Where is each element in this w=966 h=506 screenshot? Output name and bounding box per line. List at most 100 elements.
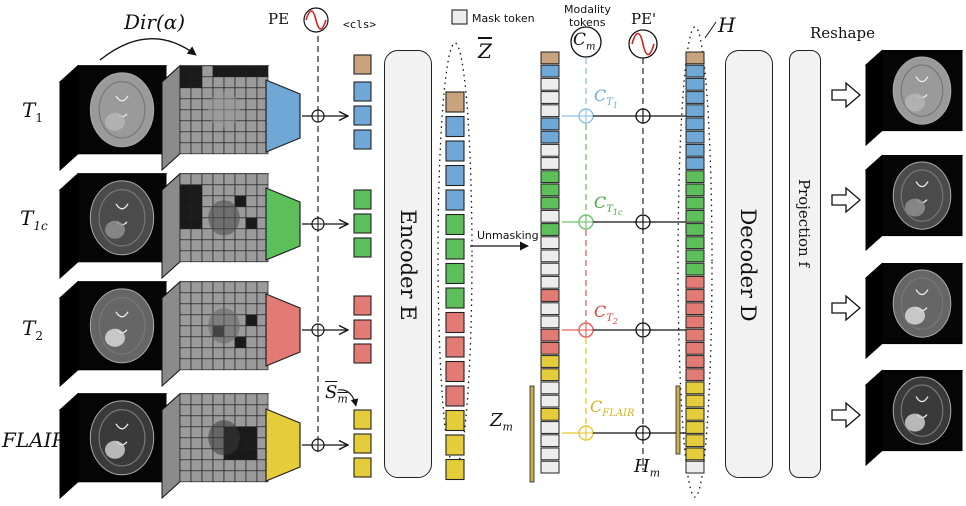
masked-volume-t1c-patch xyxy=(179,195,192,208)
reconstructed-volume-t1c-brain-inner xyxy=(900,169,944,222)
masked-volume-t1-patch xyxy=(223,109,236,122)
modality-add-t1 xyxy=(578,108,594,124)
masked-volume-t2-patch xyxy=(190,292,203,305)
unmasked-token xyxy=(540,407,560,421)
masked-volume-t2-patch xyxy=(234,336,247,349)
masked-volume-t2-patch xyxy=(234,347,247,360)
masked-volume-t2-patch xyxy=(190,347,203,360)
masked-volume-t1c-patch xyxy=(256,206,269,219)
masked-volume-t1-patch xyxy=(223,98,236,111)
h-token xyxy=(685,262,705,276)
reconstructed-volume-flair-ventricles xyxy=(915,396,929,419)
masked-volume-t1-patch xyxy=(234,76,247,89)
h-token xyxy=(685,381,705,395)
masked-volume-t2-patch xyxy=(245,336,258,349)
token-t1 xyxy=(353,81,372,102)
masked-volume-t1c-visible-patch xyxy=(208,200,240,236)
masked-volume-t1c-patch xyxy=(201,173,214,186)
z-bar-token xyxy=(445,409,465,432)
s-m-label: Sm xyxy=(325,382,348,406)
pe-prime-label: PE' xyxy=(631,10,657,28)
masked-volume-t2-patch xyxy=(245,292,258,305)
masked-volume-t2-patch xyxy=(190,325,203,338)
masked-volume-t1c-patch xyxy=(179,206,192,219)
masked-volume-t1c-patch xyxy=(234,184,247,197)
h-token xyxy=(685,157,705,170)
masked-volume-flair-patch xyxy=(256,404,269,417)
modality-tokens-label-1: Modality xyxy=(564,3,611,16)
unmasked-token xyxy=(540,368,560,382)
masked-volume-t1c-patch xyxy=(201,217,214,230)
z-bar-token xyxy=(445,458,465,481)
h-token xyxy=(685,407,705,421)
unmasked-token xyxy=(540,157,560,170)
masked-volume-t1c-patch xyxy=(179,173,192,186)
reconstructed-volume-t2-top xyxy=(864,263,964,279)
pe-add-circle-t1 xyxy=(311,109,325,123)
masked-volume-flair-patch xyxy=(256,459,269,472)
masked-volume-t1c-patch xyxy=(256,228,269,241)
masked-volume-t2-patch xyxy=(212,336,225,349)
masked-volume-t2-patch xyxy=(256,358,269,371)
reconstructed-volume-flair-face xyxy=(881,370,963,452)
masked-volume-t1c-patch xyxy=(201,184,214,197)
masked-volume-t1-patch xyxy=(201,76,214,89)
masked-volume-t1-patch xyxy=(212,87,225,100)
masked-volume-t1-patch xyxy=(256,98,269,111)
masked-volume-t2-patch xyxy=(179,281,192,294)
masked-volume-t1-patch xyxy=(190,87,203,100)
masked-volume-t1-patch xyxy=(190,109,203,122)
reconstructed-volume-t2-brain xyxy=(892,269,952,338)
token-t1c xyxy=(353,213,372,234)
masked-volume-t2-patch xyxy=(234,292,247,305)
masked-volume-t1-patch xyxy=(223,65,236,78)
masked-volume-t2-patch xyxy=(190,336,203,349)
masked-volume-flair-patch xyxy=(179,415,192,428)
brain-volume-flair-tumor xyxy=(105,440,125,459)
masked-volume-t1c-patch xyxy=(190,250,203,263)
masked-volume-t1c-patch xyxy=(212,184,225,197)
token-t2 xyxy=(353,295,372,316)
masked-volume-t1-patch xyxy=(245,76,258,89)
masked-volume-t2-patch xyxy=(256,314,269,327)
masked-volume-t1-patch xyxy=(201,131,214,144)
masked-volume-flair-patch xyxy=(212,459,225,472)
masked-volume-flair-patch xyxy=(245,415,258,428)
masked-volume-flair-patch xyxy=(223,470,236,483)
reconstructed-volume-flair-brain-inner xyxy=(900,384,944,437)
masked-volume-t1c-patch xyxy=(190,173,203,186)
masked-volume-t1c-patch xyxy=(212,217,225,230)
masked-volume-t1c-patch xyxy=(234,217,247,230)
brain-volume-t2-tumor xyxy=(105,328,125,347)
unmasked-token xyxy=(540,236,560,250)
masked-volume-t2-patch xyxy=(212,325,225,338)
masked-volume-flair-patch xyxy=(212,437,225,450)
brain-volume-t1-brain xyxy=(89,72,155,148)
masked-volume-flair-patch xyxy=(245,470,258,483)
masked-volume-t1-patch xyxy=(201,109,214,122)
z-bar-token xyxy=(445,262,465,285)
masked-volume-t2-patch xyxy=(234,303,247,316)
dirichlet-arrow xyxy=(99,38,197,61)
masked-volume-t2-patch xyxy=(179,325,192,338)
masked-volume-flair-patch xyxy=(212,470,225,483)
unmasked-token xyxy=(540,51,560,65)
masked-volume-flair-patch xyxy=(245,459,258,472)
z-bar-token xyxy=(445,360,465,383)
unmasked-token xyxy=(540,447,560,461)
masked-volume-t1c-patch xyxy=(201,239,214,252)
z-bar-token xyxy=(445,189,465,211)
masked-volume-t1c-patch xyxy=(179,184,192,197)
unmasked-token xyxy=(540,64,560,78)
masked-volume-t2-patch xyxy=(256,347,269,360)
masked-volume-flair-patch xyxy=(212,426,225,439)
modality-token-label-t2: CT2 xyxy=(594,302,619,327)
brain-volume-t1c-tumor xyxy=(105,220,125,239)
masked-volume-t2-patch xyxy=(223,358,236,371)
pe-add-circle-t1c xyxy=(311,217,325,231)
reconstructed-volume-t1c-ventricles xyxy=(915,181,929,204)
masked-volume-flair-patch xyxy=(190,448,203,461)
masked-volume-t1-top xyxy=(160,65,270,83)
h-token xyxy=(685,77,705,91)
unmasked-token xyxy=(540,91,560,104)
